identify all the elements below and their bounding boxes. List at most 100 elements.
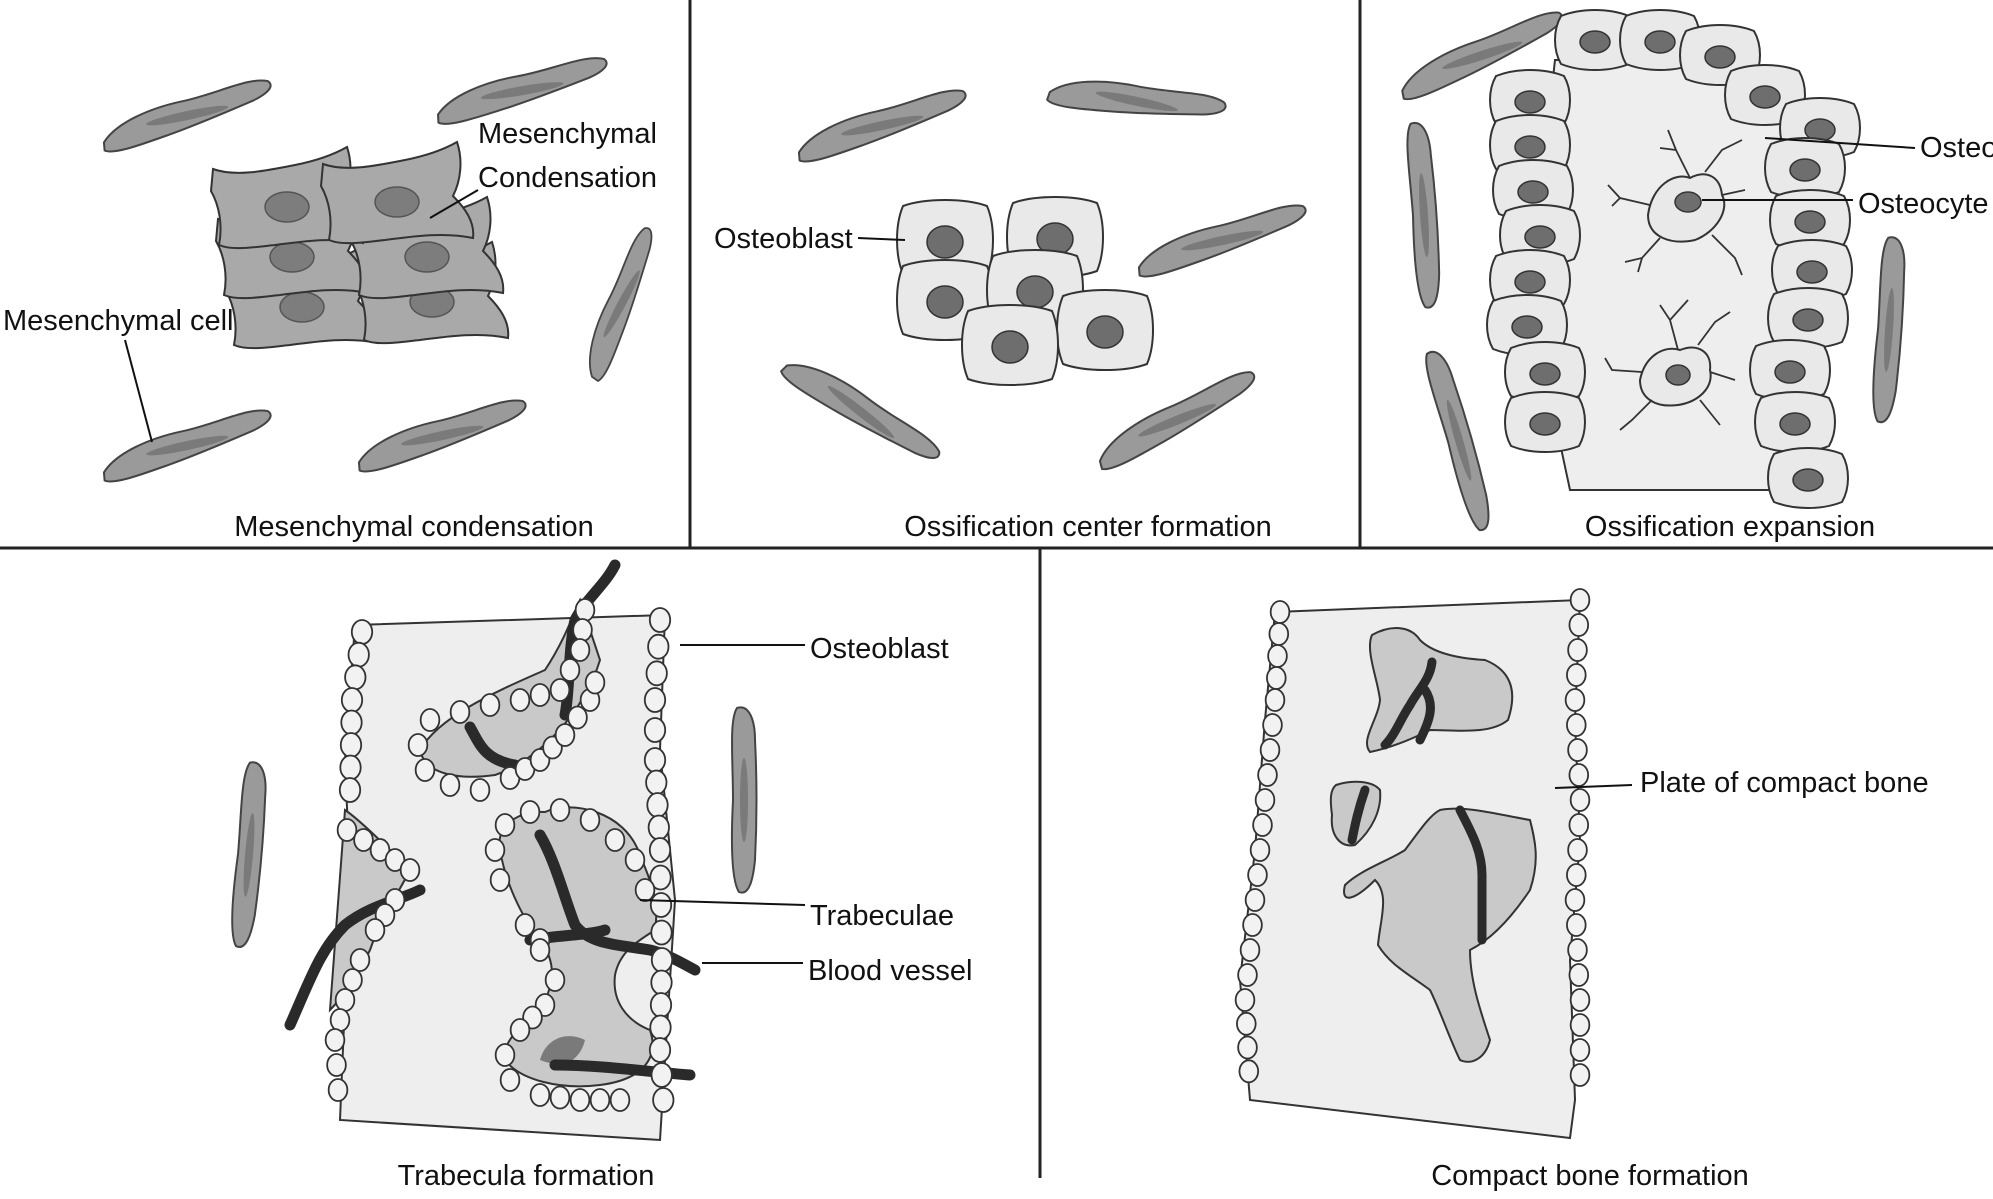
mesenchymal-cell (730, 706, 758, 894)
osteoblast-bead (648, 837, 672, 863)
osteoblast-bead (549, 798, 571, 822)
osteoblast-bead (569, 1088, 591, 1112)
mesenchymal-cell (350, 396, 534, 475)
osteoblast-bead (479, 693, 501, 717)
osteoblast-bead (414, 758, 436, 782)
osteoblast-bead (1252, 813, 1273, 837)
osteoblast-bead (439, 773, 461, 797)
mesenchymal-cell (227, 760, 271, 950)
osteoblast-bead (1564, 688, 1586, 712)
osteoblast-bead (329, 1008, 351, 1032)
osteoblast-bead (344, 664, 367, 691)
osteoblast-bead (1254, 788, 1276, 812)
osteoblast-bead (326, 1053, 347, 1077)
osteoblast-bead (509, 1018, 531, 1042)
osteoblast-bead (349, 948, 371, 972)
osteoblast-bead (499, 1068, 521, 1092)
osteoblast-bead (650, 969, 673, 996)
osteoblast-bead (648, 1037, 672, 1063)
blood-vessels-compact (1347, 657, 1487, 945)
panel-trabecula-formation: Osteoblast Trabeculae Blood vessel Trabe… (227, 559, 972, 1192)
osteoblast-bead (509, 688, 531, 712)
osteoblast-bead (604, 828, 626, 852)
osteoblast-bead (634, 878, 656, 902)
panel-compact-bone-formation: Plate of compact bone Compact bone forma… (1234, 588, 1929, 1192)
mesenchymal-cell (1045, 62, 1228, 141)
osteoblast-bead (652, 1087, 675, 1113)
osteoblast-bead (1568, 613, 1590, 637)
label-mesenchymal-cell: Mesenchymal cell (3, 305, 233, 337)
osteoblast-bead (649, 864, 672, 891)
osteoblast-bead (1244, 888, 1266, 912)
osteoblast-bead (1569, 1013, 1591, 1037)
osteoblast-bead (399, 858, 421, 882)
osteoblast-bead (336, 818, 358, 842)
osteoblast-bead (519, 800, 541, 824)
osteoblast-bead (1568, 763, 1590, 787)
mesenchymal-cell (1404, 120, 1444, 310)
osteoblast-bead (1567, 938, 1588, 962)
osteoblast-bead (650, 1062, 673, 1088)
label-osteocyte: Osteocyte (1858, 188, 1989, 220)
osteoblast-bead (350, 619, 374, 645)
osteoblast-bead (579, 808, 601, 832)
osteoblast-bead (489, 868, 511, 892)
osteoblast-beads (324, 598, 675, 1113)
osteoblast-bead (1568, 963, 1590, 987)
osteoblast-bead (643, 687, 667, 713)
label-plate-of-compact-bone: Plate of compact bone (1640, 767, 1929, 799)
osteoblast-bead (645, 769, 668, 796)
label-blood-vessel: Blood vessel (808, 955, 972, 987)
osteoblast-bead (1567, 738, 1588, 762)
osteoblast-bead (650, 947, 674, 973)
osteoblast-bead (1264, 688, 1286, 712)
osteoblast-bead (643, 747, 667, 773)
osteoblast-bead (347, 641, 370, 668)
label-mesenchymal-condensation-line2: Condensation (478, 162, 657, 194)
osteoblast-bead (342, 968, 363, 992)
osteoblast-bead (650, 919, 673, 946)
osteoblast-bead (469, 778, 491, 802)
osteoblast-bead (1564, 888, 1586, 912)
caption-compact-bone-formation: Compact bone formation (1431, 1160, 1749, 1192)
osteoblast-bead (649, 892, 673, 918)
osteoblast-bead (1238, 1059, 1260, 1084)
osteoblast-bead (1269, 600, 1291, 624)
osteoblast-bead (1569, 588, 1591, 612)
osteoblast-bead (1237, 1035, 1258, 1060)
osteoblast-bead (1247, 863, 1268, 887)
mesenchymal-cell (567, 224, 676, 384)
osteoblast-bead (647, 633, 670, 660)
osteoblast-bead (1566, 713, 1587, 737)
osteoblast-bead (624, 848, 646, 872)
osteoblast-bead (1566, 913, 1587, 937)
osteoblast-bead (529, 1083, 551, 1107)
osteoblast-bead (569, 638, 591, 662)
osteoblast-bead (1239, 938, 1261, 962)
trabecula-dark-spot (540, 1036, 585, 1064)
osteoblast-bead (1566, 863, 1587, 887)
osteoblast-bead (1568, 813, 1590, 837)
osteoblast-bead (1262, 713, 1283, 737)
panel-ossification-expansion: Osteoid Osteocyte Ossification expansion (1391, 8, 1993, 543)
caption-ossification-center-formation: Ossification center formation (904, 511, 1271, 543)
panel-mesenchymal-condensation: Mesenchymal Condensation Mesenchymal cel… (3, 54, 676, 543)
osteoblast-bead (559, 658, 581, 682)
osteoblast-bead (1267, 644, 1288, 668)
osteoblast-bead (589, 1088, 611, 1112)
osteoblast-bead (544, 968, 566, 992)
osteoblast-bead (1242, 913, 1263, 937)
osteoblast-bead (1266, 666, 1287, 690)
osteoblast-bead (353, 828, 374, 852)
mesenchymal-cell (790, 86, 974, 165)
osteoblast-bead (338, 777, 362, 803)
osteoblast-bead (339, 732, 363, 758)
mesenchymal-cell (430, 54, 614, 127)
osteoblast-bead (494, 813, 516, 837)
osteoblast-bead (1268, 622, 1290, 646)
osteoblast-bead (369, 838, 391, 862)
label-mesenchymal-condensation-line1: Mesenchymal (478, 118, 657, 150)
osteoblast-bead (1567, 638, 1588, 662)
